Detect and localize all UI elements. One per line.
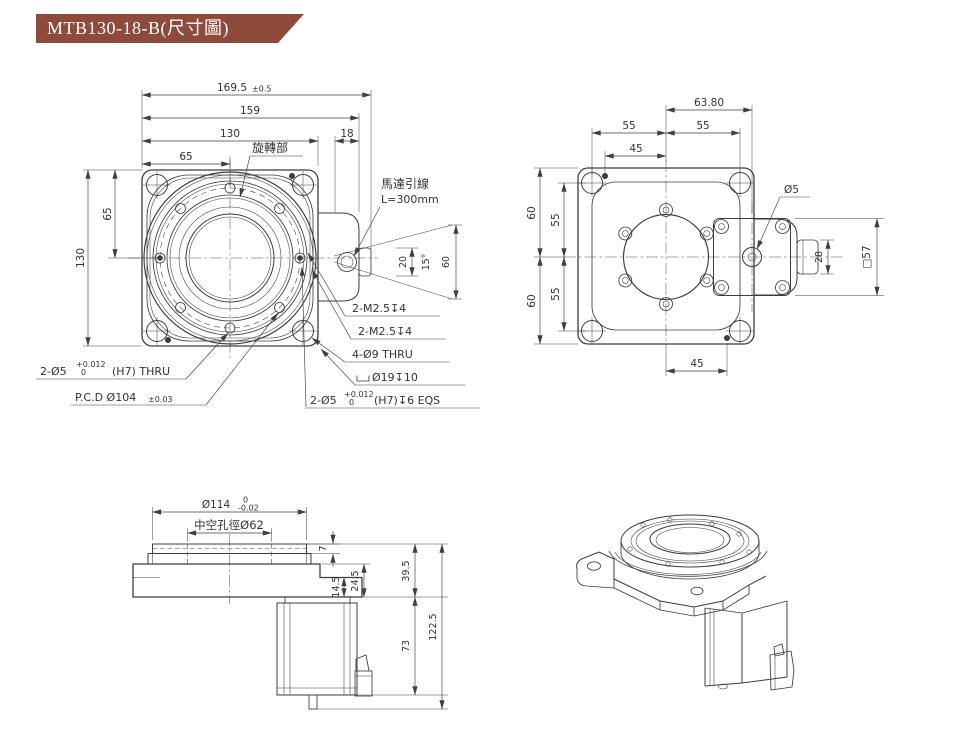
note-m25-1: 2-M2.5↧4 <box>352 302 406 315</box>
back-connector <box>796 239 819 275</box>
dim-18: 18 <box>340 128 353 140</box>
dim-245: 24.5 <box>350 570 361 591</box>
dim-55-top-left: 55 <box>622 120 635 132</box>
note-d5-eqs-suffix: (H7)↧6 EQS <box>374 394 440 407</box>
back-pin-hole-bottom <box>724 335 730 341</box>
back-motor-flange-square <box>713 218 791 296</box>
dim-55-left-top: 55 <box>550 213 562 226</box>
back-pin-hole-top <box>602 173 608 179</box>
dim-159: 159 <box>240 105 260 117</box>
dim-130-left: 130 <box>75 248 87 268</box>
back-plate-outline <box>577 167 755 345</box>
side-connector <box>354 670 373 697</box>
dim-lead-20: 20 <box>398 256 409 268</box>
dim-65-left: 65 <box>102 207 114 220</box>
dim-60-bottom: 60 <box>526 294 538 307</box>
iso-flange <box>576 551 767 617</box>
front-rotary-table-circles <box>143 171 317 345</box>
dim-6380: 63.80 <box>694 97 724 109</box>
back-view-drawing: 63.80 55 55 45 60 60 55 55 <box>526 97 884 376</box>
note-d5-thru-prefix: 2-Ø5 <box>40 365 67 378</box>
dim-55-left-bottom: 55 <box>550 287 562 300</box>
note-d5-thru-tol-up: +0.012 <box>76 360 106 369</box>
note-m25-2: 2-M2.5↧4 <box>358 325 412 338</box>
side-view-drawing: Ø114 0 -0.02 中空孔徑Ø62 7 14.5 24.5 <box>132 496 448 710</box>
dim-d114: Ø114 <box>202 499 231 511</box>
side-flange <box>132 563 363 598</box>
note-d5-thru-suffix: (H7) THRU <box>112 365 170 378</box>
dim-28: 28 <box>814 251 825 263</box>
dim-angle-15: 15° <box>421 254 432 271</box>
note-4-d9-thru: 4-Ø9 THRU <box>352 348 413 361</box>
dim-65-top: 65 <box>179 151 192 163</box>
dim-60-top: 60 <box>526 206 538 219</box>
label-motor-lead-length: L=300mm <box>381 193 439 206</box>
back-center-hole <box>742 247 762 267</box>
front-plate-outline <box>141 169 319 347</box>
side-motor-body <box>276 602 358 696</box>
title-banner: MTB130-18-B(尺寸圖) <box>36 14 304 43</box>
iso-ear-hole-left <box>587 561 601 571</box>
dim-1225: 122.5 <box>428 613 439 640</box>
iso-motor <box>704 600 795 691</box>
dim-d114-tol-dn: -0.02 <box>238 504 259 513</box>
back-center-opening <box>622 213 710 301</box>
note-pcd-tol: ±0.03 <box>148 395 173 404</box>
note-pcd: P.C.D Ø104 <box>75 391 136 404</box>
label-rotating-part: 旋轉部 <box>252 140 288 155</box>
drawing-title: MTB130-18-B(尺寸圖) <box>47 18 229 38</box>
iso-hollow-bore <box>649 523 731 555</box>
front-pin-hole-bottom <box>165 337 171 343</box>
label-hollow-bore: 中空孔徑Ø62 <box>194 518 264 532</box>
iso-ear-hole-right <box>690 586 704 596</box>
label-motor-lead: 馬達引線 <box>381 176 429 191</box>
dim-d114-tol-up: 0 <box>243 496 248 505</box>
dim-7: 7 <box>318 545 329 551</box>
note-d5-eqs-prefix: 2-Ø5 <box>310 394 337 407</box>
counterbore-icon <box>356 375 370 382</box>
dim-45-bottom: 45 <box>690 358 703 370</box>
note-d5-thru-tol-dn: 0 <box>81 368 86 377</box>
dim-55-top-right: 55 <box>696 120 709 132</box>
note-d5-eqs-tol-dn: 0 <box>349 398 354 407</box>
iso-view-drawing <box>576 514 795 691</box>
front-motor-tab <box>318 212 372 302</box>
front-pin-hole-top <box>289 173 295 179</box>
note-d5-eqs-tol-up: +0.012 <box>344 390 374 399</box>
note-cbore-d19: Ø19↧10 <box>372 371 418 384</box>
front-corner-screw-holes <box>143 171 317 345</box>
dim-45-top: 45 <box>629 143 642 155</box>
iso-bolt-holes <box>627 517 752 567</box>
dim-130-top: 130 <box>220 128 240 140</box>
iso-connector <box>769 650 795 691</box>
front-view-drawing: 169.5 ±0.5 159 130 65 18 130 65 <box>36 82 480 409</box>
note-d5: Ø5 <box>784 184 799 196</box>
dim-total-width-tol: ±0.5 <box>252 85 271 94</box>
side-motor-shaft <box>308 694 318 710</box>
dim-395: 39.5 <box>401 560 412 581</box>
dim-lead-60: 60 <box>441 256 452 268</box>
iso-table-top <box>620 514 760 568</box>
dim-73: 73 <box>401 640 412 652</box>
dim-total-width: 169.5 <box>217 82 247 94</box>
dim-sq57: □57 <box>861 245 873 268</box>
dim-145: 14.5 <box>331 576 342 597</box>
